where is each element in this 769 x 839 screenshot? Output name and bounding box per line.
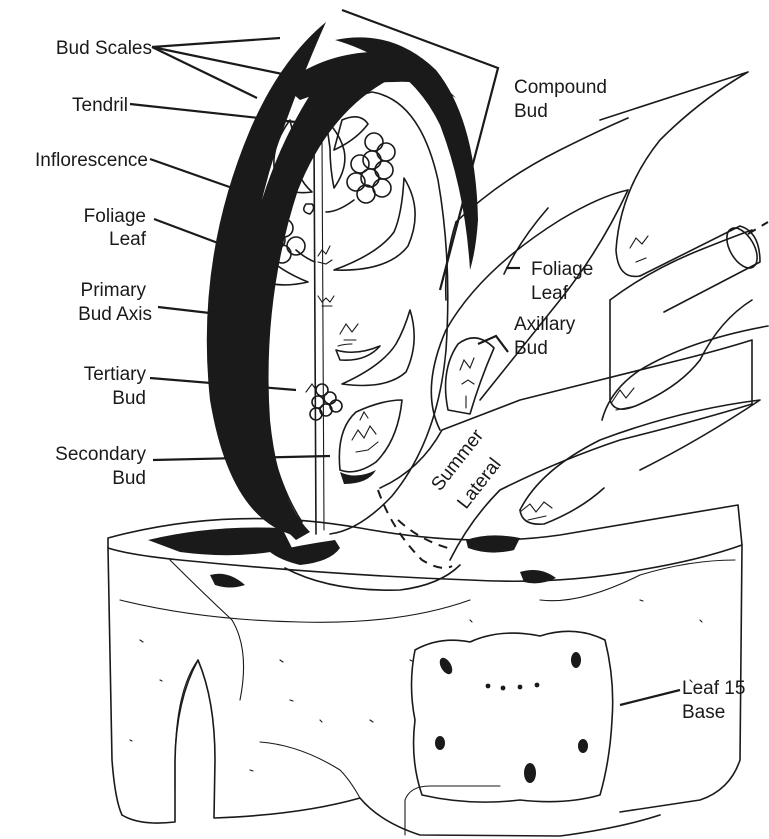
label-foliage-leaf-line1: Foliage: [84, 206, 146, 227]
label-bud-scales: Bud Scales: [56, 38, 152, 59]
bud-scales: [207, 22, 478, 540]
label-compound-bud-line2: Bud: [514, 101, 548, 122]
label-inflorescence: Inflorescence: [35, 150, 148, 171]
label-secondary-bud-line2: Bud: [112, 468, 146, 489]
tertiary-bud: [306, 384, 342, 420]
label-tendril: Tendril: [72, 95, 128, 116]
leaf-15-base-scar: [412, 631, 613, 802]
label-tertiary-bud-line2: Bud: [112, 388, 146, 409]
secondary-bud: [339, 400, 402, 484]
inflorescence-right: [326, 133, 395, 212]
label-primary-bud-axis-line1: Primary: [81, 280, 147, 301]
label-axillary-bud-line1: Axillary: [514, 314, 576, 335]
leaf-tips-right: [520, 326, 768, 524]
label-leaf-15-base-line1: Leaf 15: [682, 678, 745, 699]
label-primary-bud-axis-line2: Bud Axis: [78, 304, 152, 325]
stem-node-block: [108, 505, 742, 836]
label-compound-bud-line1: Compound: [514, 77, 607, 98]
label-tertiary-bud-line1: Tertiary: [84, 364, 147, 385]
label-leaf-15-base-line2: Base: [682, 702, 725, 723]
label-axillary-bud-line2: Bud: [514, 338, 548, 359]
axis-buds: [318, 246, 380, 360]
label-secondary-bud-line1: Secondary: [55, 444, 146, 465]
label-foliage-leaf-line2: Leaf: [109, 229, 147, 250]
leaf-sheath-upper: [600, 72, 768, 312]
label-foliage-leaf-right-line1: Foliage: [531, 259, 593, 280]
label-foliage-leaf-right-line2: Leaf: [531, 283, 569, 304]
